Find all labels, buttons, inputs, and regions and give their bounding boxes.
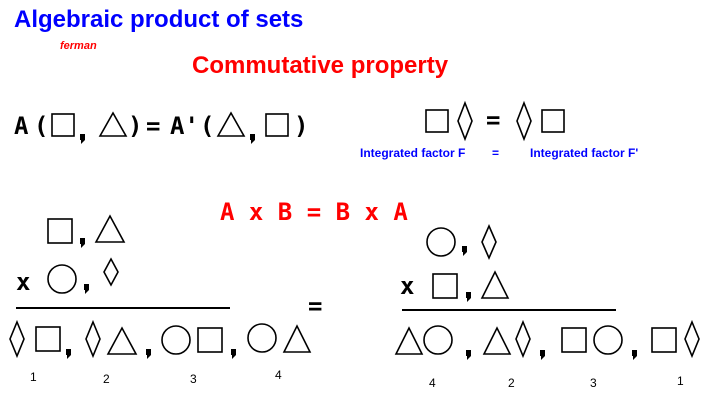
factor-equals: =	[486, 106, 501, 134]
comma-mark	[540, 350, 545, 360]
comma-mark	[462, 246, 467, 256]
notation-equals: =	[146, 112, 161, 140]
triangle-icon	[482, 326, 512, 355]
notation-rhs-paren-close: )	[294, 112, 309, 140]
factor-label-right: Integrated factor F'	[530, 146, 639, 160]
triangle-icon	[94, 214, 126, 243]
triangle-icon	[282, 324, 312, 353]
circle-icon	[426, 227, 456, 257]
page-title: Algebraic product of sets	[14, 6, 304, 33]
triangle-icon	[216, 111, 246, 137]
comma-mark	[231, 349, 236, 359]
diamond-icon	[457, 100, 473, 142]
square-icon	[35, 326, 61, 352]
circle-icon	[161, 325, 191, 355]
comma-mark	[66, 349, 71, 359]
left-number-4: 4	[275, 368, 282, 382]
triangle-icon	[98, 111, 128, 137]
diamond-icon	[9, 319, 25, 359]
right-number-3: 3	[590, 376, 597, 390]
factor-label-equals: =	[492, 146, 500, 160]
diamond-icon	[684, 319, 700, 359]
between-equals: =	[308, 292, 323, 320]
comma-mark	[466, 292, 471, 302]
triangle-icon	[106, 326, 138, 355]
triangle-icon	[394, 326, 424, 355]
product-equation: A x B = B x A	[220, 198, 408, 226]
comma-mark	[632, 350, 637, 360]
left-number-3: 3	[190, 372, 197, 386]
diamond-icon	[515, 319, 531, 359]
left-number-2: 2	[103, 372, 110, 386]
comma-mark	[84, 284, 89, 294]
square-icon	[197, 327, 223, 353]
notation-rhs-paren-open: (	[200, 112, 215, 140]
comma-mark	[80, 238, 85, 248]
comma-mark	[466, 350, 471, 360]
circle-icon	[247, 323, 277, 353]
right-number-2: 2	[508, 376, 515, 390]
square-icon	[265, 113, 289, 137]
right-times-sign: x	[400, 272, 415, 300]
circle-icon	[593, 325, 623, 355]
comma-mark	[80, 134, 85, 144]
circle-icon	[47, 264, 77, 294]
diamond-icon	[516, 100, 532, 142]
circle-icon	[423, 325, 453, 355]
diamond-icon	[481, 224, 497, 260]
notation-rhs-a: A'	[170, 112, 199, 140]
right-number-4: 1	[677, 374, 684, 388]
comma-mark	[146, 349, 151, 359]
square-icon	[432, 273, 458, 299]
square-icon	[47, 218, 73, 244]
left-times-sign: x	[16, 268, 31, 296]
square-icon	[425, 109, 449, 133]
property-title: Commutative property	[192, 52, 449, 79]
factor-label-left: Integrated factor F	[360, 146, 466, 160]
diamond-icon	[103, 257, 119, 287]
diamond-icon	[85, 319, 101, 359]
left-number-1: 1	[30, 370, 37, 384]
triangle-icon	[480, 270, 510, 299]
notation-lhs-a: A	[14, 112, 29, 140]
square-icon	[561, 327, 587, 353]
right-number-1: 4	[429, 376, 436, 390]
comma-mark	[250, 134, 255, 144]
square-icon	[51, 113, 75, 137]
square-icon	[651, 327, 677, 353]
square-icon	[541, 109, 565, 133]
notation-lhs-paren-close: )	[128, 112, 143, 140]
author-label: ferman	[60, 40, 97, 52]
notation-lhs-paren-open: (	[34, 112, 49, 140]
